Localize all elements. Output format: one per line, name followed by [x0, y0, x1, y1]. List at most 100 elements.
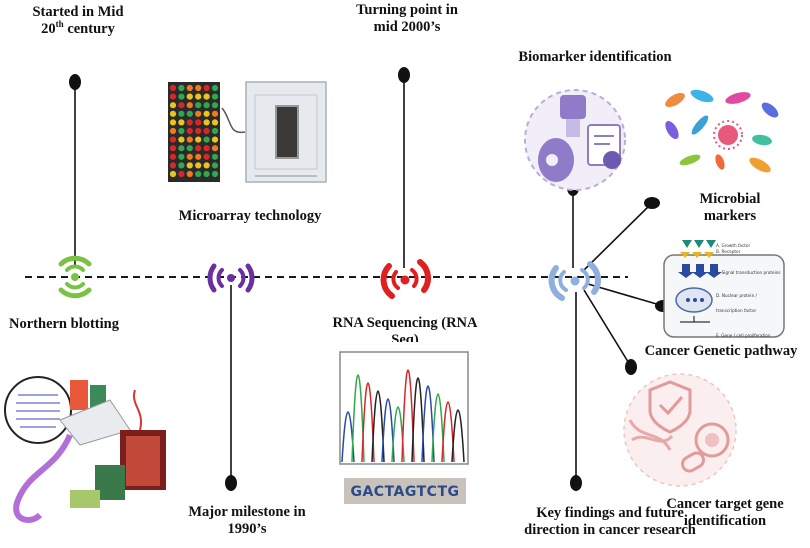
microarray-spot: [178, 84, 185, 92]
chromatogram-peak: [401, 369, 415, 463]
label-key-findings: Key findings and future direction in can…: [524, 505, 696, 538]
microarray-spot: [178, 170, 185, 178]
chromatogram-peak: [431, 393, 445, 463]
microarray-chip-icon: [168, 81, 327, 183]
label-cancer-pathway: Cancer Genetic pathway: [644, 343, 798, 359]
chromatogram-peak: [411, 377, 425, 463]
microarray-spot: [195, 127, 202, 135]
microarray-spot: [178, 93, 185, 100]
microarray-spot: [169, 162, 177, 169]
microarray-spot: [178, 153, 185, 160]
microbes-icon: [665, 89, 779, 173]
microarray-spot: [186, 127, 193, 135]
sequencing-chromatogram-icon: [339, 351, 469, 504]
node-microarray: [207, 263, 255, 293]
pathway-item: D. Nuclear protein / transcription facto…: [716, 293, 757, 313]
microarray-spot: [178, 110, 185, 117]
microarray-spot: [195, 84, 202, 92]
target-shield-icon: [623, 373, 737, 487]
node-key-findings: [548, 261, 601, 301]
microarray-spot: [203, 127, 210, 135]
pathway-item: A. Growth factor: [716, 243, 751, 248]
timeline-stems: [74, 75, 661, 482]
microarray-spot: [169, 119, 177, 126]
microarray-spot: [178, 102, 185, 109]
label-turning-point: Turning point in mid 2000’s: [356, 2, 458, 35]
microarray-spot: [169, 84, 177, 92]
chromatogram-peak: [381, 398, 395, 463]
microarray-spot: [169, 127, 177, 135]
microarray-spot: [186, 153, 193, 160]
chromatogram-peak: [361, 382, 375, 463]
pathway-item: C. Signal transduction proteins: [716, 270, 781, 275]
microarray-spot: [211, 170, 219, 178]
microarray-spot: [195, 170, 202, 178]
label-microarray: Microarray technology: [178, 208, 322, 224]
microarray-spot: [186, 162, 193, 169]
microarray-spot: [169, 102, 177, 109]
microarray-spot: [169, 93, 177, 100]
microarray-spot: [211, 119, 219, 126]
microarray-spot: [186, 145, 193, 152]
label-started: Started in Mid 20th century: [32, 4, 124, 37]
microarray-spot: [211, 153, 219, 160]
microarray-spot: [203, 170, 210, 178]
chromatogram-peak: [421, 385, 435, 463]
chromatogram-peak: [441, 401, 455, 463]
microarray-spot: [186, 93, 193, 100]
microarray-spot: [178, 136, 185, 143]
microarray-spot: [211, 145, 219, 152]
microarray-spot: [169, 170, 177, 178]
microarray-spot: [178, 119, 185, 126]
microarray-spot: [203, 84, 210, 92]
microarray-spot: [169, 110, 177, 117]
microarray-spot: [186, 170, 193, 178]
label-rna-seq: RNA Sequencing (RNA Seq): [332, 315, 478, 342]
microarray-spot: [178, 162, 185, 169]
microarray-spot: [203, 93, 210, 100]
microarray-spot: [211, 84, 219, 92]
microarray-spot: [195, 153, 202, 160]
microarray-spot: [186, 119, 193, 126]
label-major-milestone: Major milestone in 1990’s: [188, 504, 306, 537]
microarray-spot: [203, 153, 210, 160]
pathway-card-icon: [663, 240, 785, 338]
chromatogram-peak: [351, 374, 365, 463]
microarray-spot: [203, 136, 210, 143]
pathway-item-list: A. Growth factor B. Receptor C. Signal t…: [716, 238, 782, 343]
microarray-spot: [186, 136, 193, 143]
blotting-apparatus-icon: [4, 376, 166, 523]
microarray-spot: [195, 119, 202, 126]
microarray-spot: [195, 110, 202, 117]
microarray-spot: [195, 102, 202, 109]
chromatogram-peak: [451, 409, 465, 463]
microarray-spot: [178, 145, 185, 152]
microarray-spot: [211, 162, 219, 169]
microarray-spot: [186, 110, 193, 117]
label-northern-blotting: Northern blotting: [9, 316, 119, 332]
label-cancer-target: Cancer target gene identification: [666, 496, 784, 529]
microarray-spot: [186, 84, 193, 92]
dna-sequence-letters: GACTAGTCTG: [350, 484, 460, 500]
microarray-spot: [178, 127, 185, 135]
chromatogram-peak: [371, 390, 385, 463]
microarray-spot: [203, 119, 210, 126]
label-biomarker: Biomarker identification: [518, 49, 672, 65]
microarray-spot: [169, 145, 177, 152]
microarray-spot: [186, 102, 193, 109]
microarray-spot: [195, 162, 202, 169]
microarray-spot: [211, 102, 219, 109]
microarray-spot: [203, 145, 210, 152]
microarray-spot: [211, 127, 219, 135]
biomarker-lab-icon: [524, 89, 626, 191]
pathway-item: B. Receptor: [716, 249, 741, 254]
label-microbial: Microbial markers: [699, 191, 761, 224]
microarray-spot: [211, 93, 219, 100]
microarray-spot: [195, 93, 202, 100]
node-rna-seq: [380, 259, 431, 299]
microarray-spot: [211, 110, 219, 117]
microarray-spot: [203, 162, 210, 169]
microarray-spot: [211, 136, 219, 143]
node-northern-blotting: [58, 255, 92, 299]
